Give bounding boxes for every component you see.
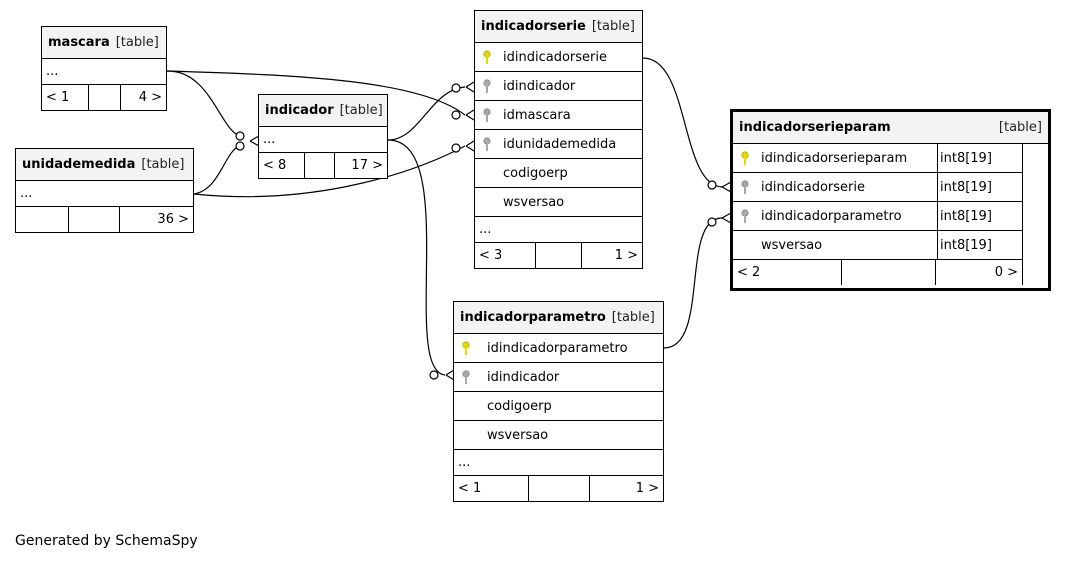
table-type: [table] — [611, 310, 655, 325]
column-name: codigoerp — [487, 398, 552, 414]
column-row[interactable]: idindicadorparametro — [454, 334, 663, 363]
parents-count: < 3 — [475, 243, 536, 268]
children-count: 0 > — [994, 265, 1018, 280]
table-type: [table] — [591, 19, 635, 34]
table-header[interactable]: indicadorserieparam [table] — [733, 112, 1048, 144]
table-footer: < 2 0 > — [733, 260, 1023, 285]
column-type: int8[19] — [937, 231, 1023, 259]
column-name: wsversao — [503, 194, 565, 210]
column-name: idindicador — [503, 78, 576, 94]
table-name: indicadorparametro — [460, 310, 606, 325]
column-name: wsversao — [487, 427, 549, 443]
column-name: idindicadorserie — [761, 179, 865, 195]
columns-count — [536, 243, 582, 268]
table-name: indicadorserieparam — [739, 120, 891, 135]
column-name: idindicador — [487, 369, 560, 385]
parents-count: < 1 — [454, 476, 529, 501]
table-indicadorserieparam[interactable]: indicadorserieparam [table] idindicadors… — [730, 109, 1051, 291]
column-name: idindicadorparametro — [761, 208, 902, 224]
column-name: codigoerp — [503, 165, 568, 181]
column-name: idindicadorserie — [503, 49, 607, 65]
children-count: 4 > — [138, 90, 162, 105]
table-indicador[interactable]: indicador [table] ... < 8 17 > — [258, 94, 388, 179]
table-unidademedida[interactable]: unidademedida [table] ... 36 > — [15, 148, 194, 233]
table-footer: < 8 17 > — [259, 153, 387, 178]
columns-ellipsis: ... — [42, 59, 166, 85]
table-indicadorserie[interactable]: indicadorserie [table] idindicadorserie … — [474, 10, 643, 269]
columns-ellipsis: ... — [454, 450, 663, 476]
table-type: [table] — [998, 120, 1042, 135]
column-type: int8[19] — [937, 173, 1023, 201]
table-header[interactable]: indicadorserie [table] — [475, 11, 642, 43]
columns-count — [529, 476, 590, 501]
column-name: idunidademedida — [503, 136, 617, 152]
column-row[interactable]: idindicadorserie int8[19] — [733, 173, 1023, 202]
foreign-key-icon — [483, 137, 491, 151]
table-mascara[interactable]: mascara [table] ... < 1 4 > — [41, 26, 167, 111]
columns-count — [305, 153, 335, 178]
generator-note: Generated by SchemaSpy — [15, 533, 198, 549]
columns-ellipsis: ... — [259, 127, 387, 153]
column-row[interactable]: idunidademedida — [475, 130, 642, 159]
table-header[interactable]: indicador [table] — [259, 95, 387, 127]
column-type: int8[19] — [937, 202, 1023, 230]
table-type: [table] — [115, 35, 159, 50]
column-row[interactable]: idmascara — [475, 101, 642, 130]
children-count: 36 > — [157, 212, 189, 227]
column-name: idindicadorparametro — [487, 340, 628, 356]
children-count: 1 > — [635, 481, 659, 496]
table-indicadorparametro[interactable]: indicadorparametro [table] idindicadorpa… — [453, 301, 664, 502]
columns-ellipsis: ... — [475, 217, 642, 243]
column-name: idmascara — [503, 107, 571, 123]
foreign-key-icon — [483, 108, 491, 122]
column-row[interactable]: idindicadorparametro int8[19] — [733, 202, 1023, 231]
children-count: 17 > — [351, 158, 383, 173]
parents-count: < 8 — [259, 153, 305, 178]
table-name: indicadorserie — [481, 19, 586, 34]
table-header[interactable]: indicadorparametro [table] — [454, 302, 663, 334]
column-row[interactable]: codigoerp — [475, 159, 642, 188]
column-name: idindicadorserieparam — [761, 150, 908, 166]
table-header[interactable]: unidademedida [table] — [16, 149, 193, 181]
column-row[interactable]: idindicador — [475, 72, 642, 101]
column-row[interactable]: idindicador — [454, 363, 663, 392]
columns-ellipsis: ... — [16, 181, 193, 207]
table-type: [table] — [339, 103, 383, 118]
column-row[interactable]: wsversao int8[19] — [733, 231, 1023, 260]
foreign-key-icon — [741, 209, 749, 223]
table-header[interactable]: mascara [table] — [42, 27, 166, 59]
parents-count — [16, 207, 69, 232]
columns-count — [69, 207, 120, 232]
column-row[interactable]: wsversao — [475, 188, 642, 217]
parents-count: < 1 — [42, 85, 89, 110]
column-row[interactable]: wsversao — [454, 421, 663, 450]
table-name: unidademedida — [22, 157, 136, 172]
table-footer: 36 > — [16, 207, 193, 232]
table-name: indicador — [265, 103, 334, 118]
foreign-key-icon — [483, 79, 491, 93]
table-name: mascara — [48, 35, 110, 50]
primary-key-icon — [483, 50, 491, 64]
foreign-key-icon — [462, 370, 470, 384]
columns-count — [842, 260, 937, 285]
primary-key-icon — [741, 151, 749, 165]
column-name: wsversao — [761, 237, 823, 253]
table-type: [table] — [141, 157, 185, 172]
table-footer: < 3 1 > — [475, 243, 642, 268]
column-type: int8[19] — [937, 144, 1023, 172]
columns-count — [89, 85, 121, 110]
column-row[interactable]: codigoerp — [454, 392, 663, 421]
parents-count: < 2 — [733, 260, 842, 285]
children-count: 1 > — [614, 248, 638, 263]
foreign-key-icon — [741, 180, 749, 194]
primary-key-icon — [462, 341, 470, 355]
table-footer: < 1 1 > — [454, 476, 663, 501]
column-row[interactable]: idindicadorserie — [475, 43, 642, 72]
table-footer: < 1 4 > — [42, 85, 166, 110]
column-row[interactable]: idindicadorserieparam int8[19] — [733, 144, 1023, 173]
